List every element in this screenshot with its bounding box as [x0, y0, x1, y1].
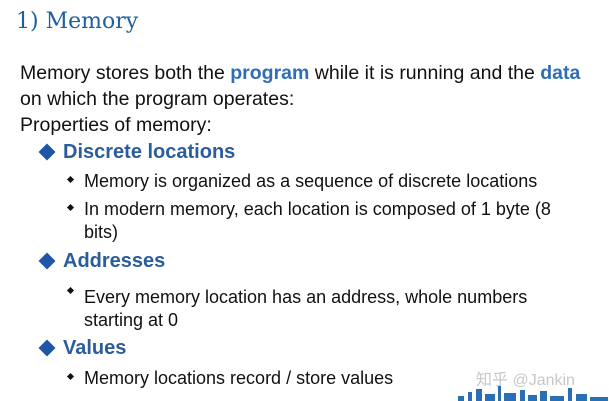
section-heading-label: Addresses [63, 250, 166, 272]
intro-paragraph: Memory stores both the program while it … [20, 60, 600, 138]
properties-label: Properties of memory: [20, 114, 212, 136]
section-heading-label: Discrete locations [63, 141, 236, 163]
watermark: 知乎 @Jankin [476, 372, 575, 389]
small-diamond-bullet-icon [66, 372, 75, 381]
keyword-program: program [230, 62, 310, 84]
diamond-bullet-icon [38, 339, 56, 357]
small-diamond-bullet-icon [66, 286, 75, 295]
keyword-data: data [540, 62, 581, 84]
bullet-text: Every memory location has an address, wh… [84, 287, 528, 330]
skyline-decoration-icon [458, 386, 608, 401]
intro-text-2: while it is running and the [309, 62, 541, 84]
slide-title: 1) Memory [16, 9, 139, 34]
diamond-bullet-icon [38, 252, 56, 270]
small-diamond-bullet-icon [66, 203, 75, 212]
intro-text-1: Memory stores both the [20, 62, 231, 84]
bullet-text: In modern memory, each location is compo… [84, 199, 551, 242]
small-diamond-bullet-icon [66, 175, 75, 184]
diamond-bullet-icon [38, 143, 56, 161]
bullet-text: Memory is organized as a sequence of dis… [84, 171, 538, 191]
intro-text-3: on which the program operates: [20, 88, 295, 110]
section-heading-label: Values [63, 337, 127, 359]
bullet-text: Memory locations record / store values [84, 368, 394, 388]
